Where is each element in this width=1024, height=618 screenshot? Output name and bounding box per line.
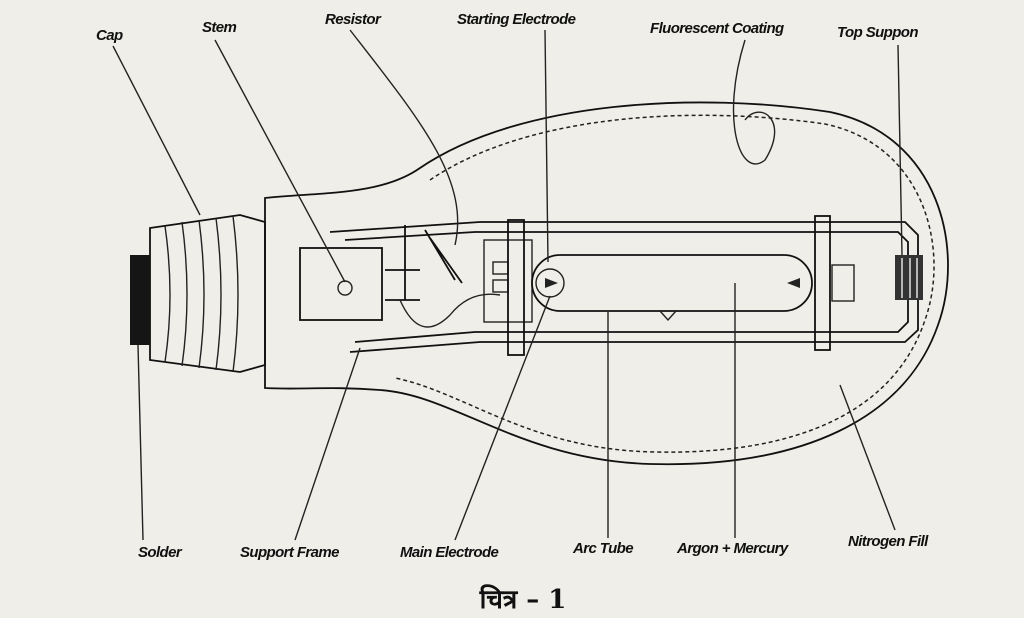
figure-caption: चित्र – 1 [479, 584, 567, 615]
leader-lines [112, 29, 903, 541]
stem [299, 247, 383, 321]
label-argon-mercury: Argon + Mercury [676, 540, 789, 557]
top-support [895, 255, 923, 300]
resistor [385, 225, 463, 301]
label-fluorescent-coating: Fluorescent Coating [650, 20, 784, 37]
label-solder: Solder [138, 544, 183, 561]
label-starting-electrode: Starting Electrode [457, 11, 576, 28]
clamp-left [507, 219, 525, 356]
label-arc-tube: Arc Tube [572, 540, 633, 557]
clamp-right [814, 215, 831, 351]
fluorescent-coating [394, 114, 935, 453]
label-top-support: Top Suppon [837, 24, 918, 41]
label-stem: Stem [202, 19, 237, 36]
label-main-electrode: Main Electrode [400, 544, 499, 561]
label-nitrogen-fill: Nitrogen Fill [848, 533, 929, 550]
solder [130, 255, 150, 345]
label-cap: Cap [96, 27, 123, 44]
bulb-envelope [264, 101, 949, 466]
arc-tube [531, 254, 813, 312]
screw-cap [130, 214, 266, 373]
label-resistor: Resistor [325, 11, 382, 28]
label-support-frame: Support Frame [240, 544, 339, 561]
